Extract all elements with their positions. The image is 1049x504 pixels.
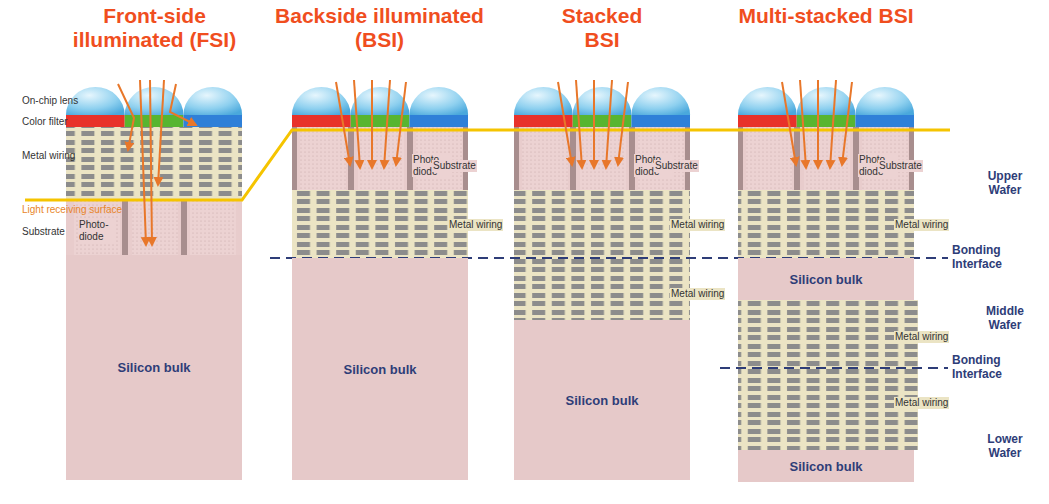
wafer-label: Lower Wafer — [975, 433, 1035, 461]
silicon-bulk: Silicon bulk — [292, 258, 468, 480]
region-label: Silicon bulk — [790, 459, 863, 474]
silicon-bulk: Silicon bulk — [738, 450, 914, 482]
region-label: Silicon bulk — [790, 272, 863, 287]
part-label: Color filter — [22, 116, 68, 128]
wafer-label: Middle Wafer — [975, 305, 1035, 333]
interface-label: Bonding Interface — [952, 244, 1022, 272]
column-title: Backside illuminated (BSI) — [272, 4, 487, 52]
part-label: Metal wiring — [894, 219, 949, 231]
silicon-bulk: Silicon bulk — [514, 320, 690, 480]
region-label: Silicon bulk — [118, 360, 191, 375]
column-title: Multi-stacked BSI — [728, 4, 924, 28]
region-label: Silicon bulk — [344, 362, 417, 377]
part-label: Substrate — [22, 226, 65, 238]
silicon-bulk: Silicon bulk — [66, 255, 242, 480]
part-label: Metal wiring — [894, 331, 949, 343]
interface-label: Bonding Interface — [952, 354, 1022, 382]
part-label: Photo-diode — [78, 219, 116, 242]
part-label: Metal wiring — [448, 219, 503, 231]
part-label: Substrate — [432, 160, 477, 172]
wafer-label: Upper Wafer — [975, 170, 1035, 198]
region-label: Silicon bulk — [566, 393, 639, 408]
part-label: Light receiving surface — [22, 204, 122, 216]
part-label: Metal wiring — [894, 397, 949, 409]
part-label: Metal wiring — [22, 150, 75, 162]
silicon-bulk: Silicon bulk — [738, 258, 914, 300]
column-title: Stacked BSI — [542, 4, 662, 52]
part-label: Metal wiring — [670, 219, 725, 231]
part-label: Substrate — [654, 160, 699, 172]
part-label: Metal wiring — [670, 288, 725, 300]
part-label: On-chip lens — [22, 95, 78, 107]
column-title: Front-side illuminated (FSI) — [47, 4, 262, 52]
part-label: Substrate — [878, 160, 923, 172]
